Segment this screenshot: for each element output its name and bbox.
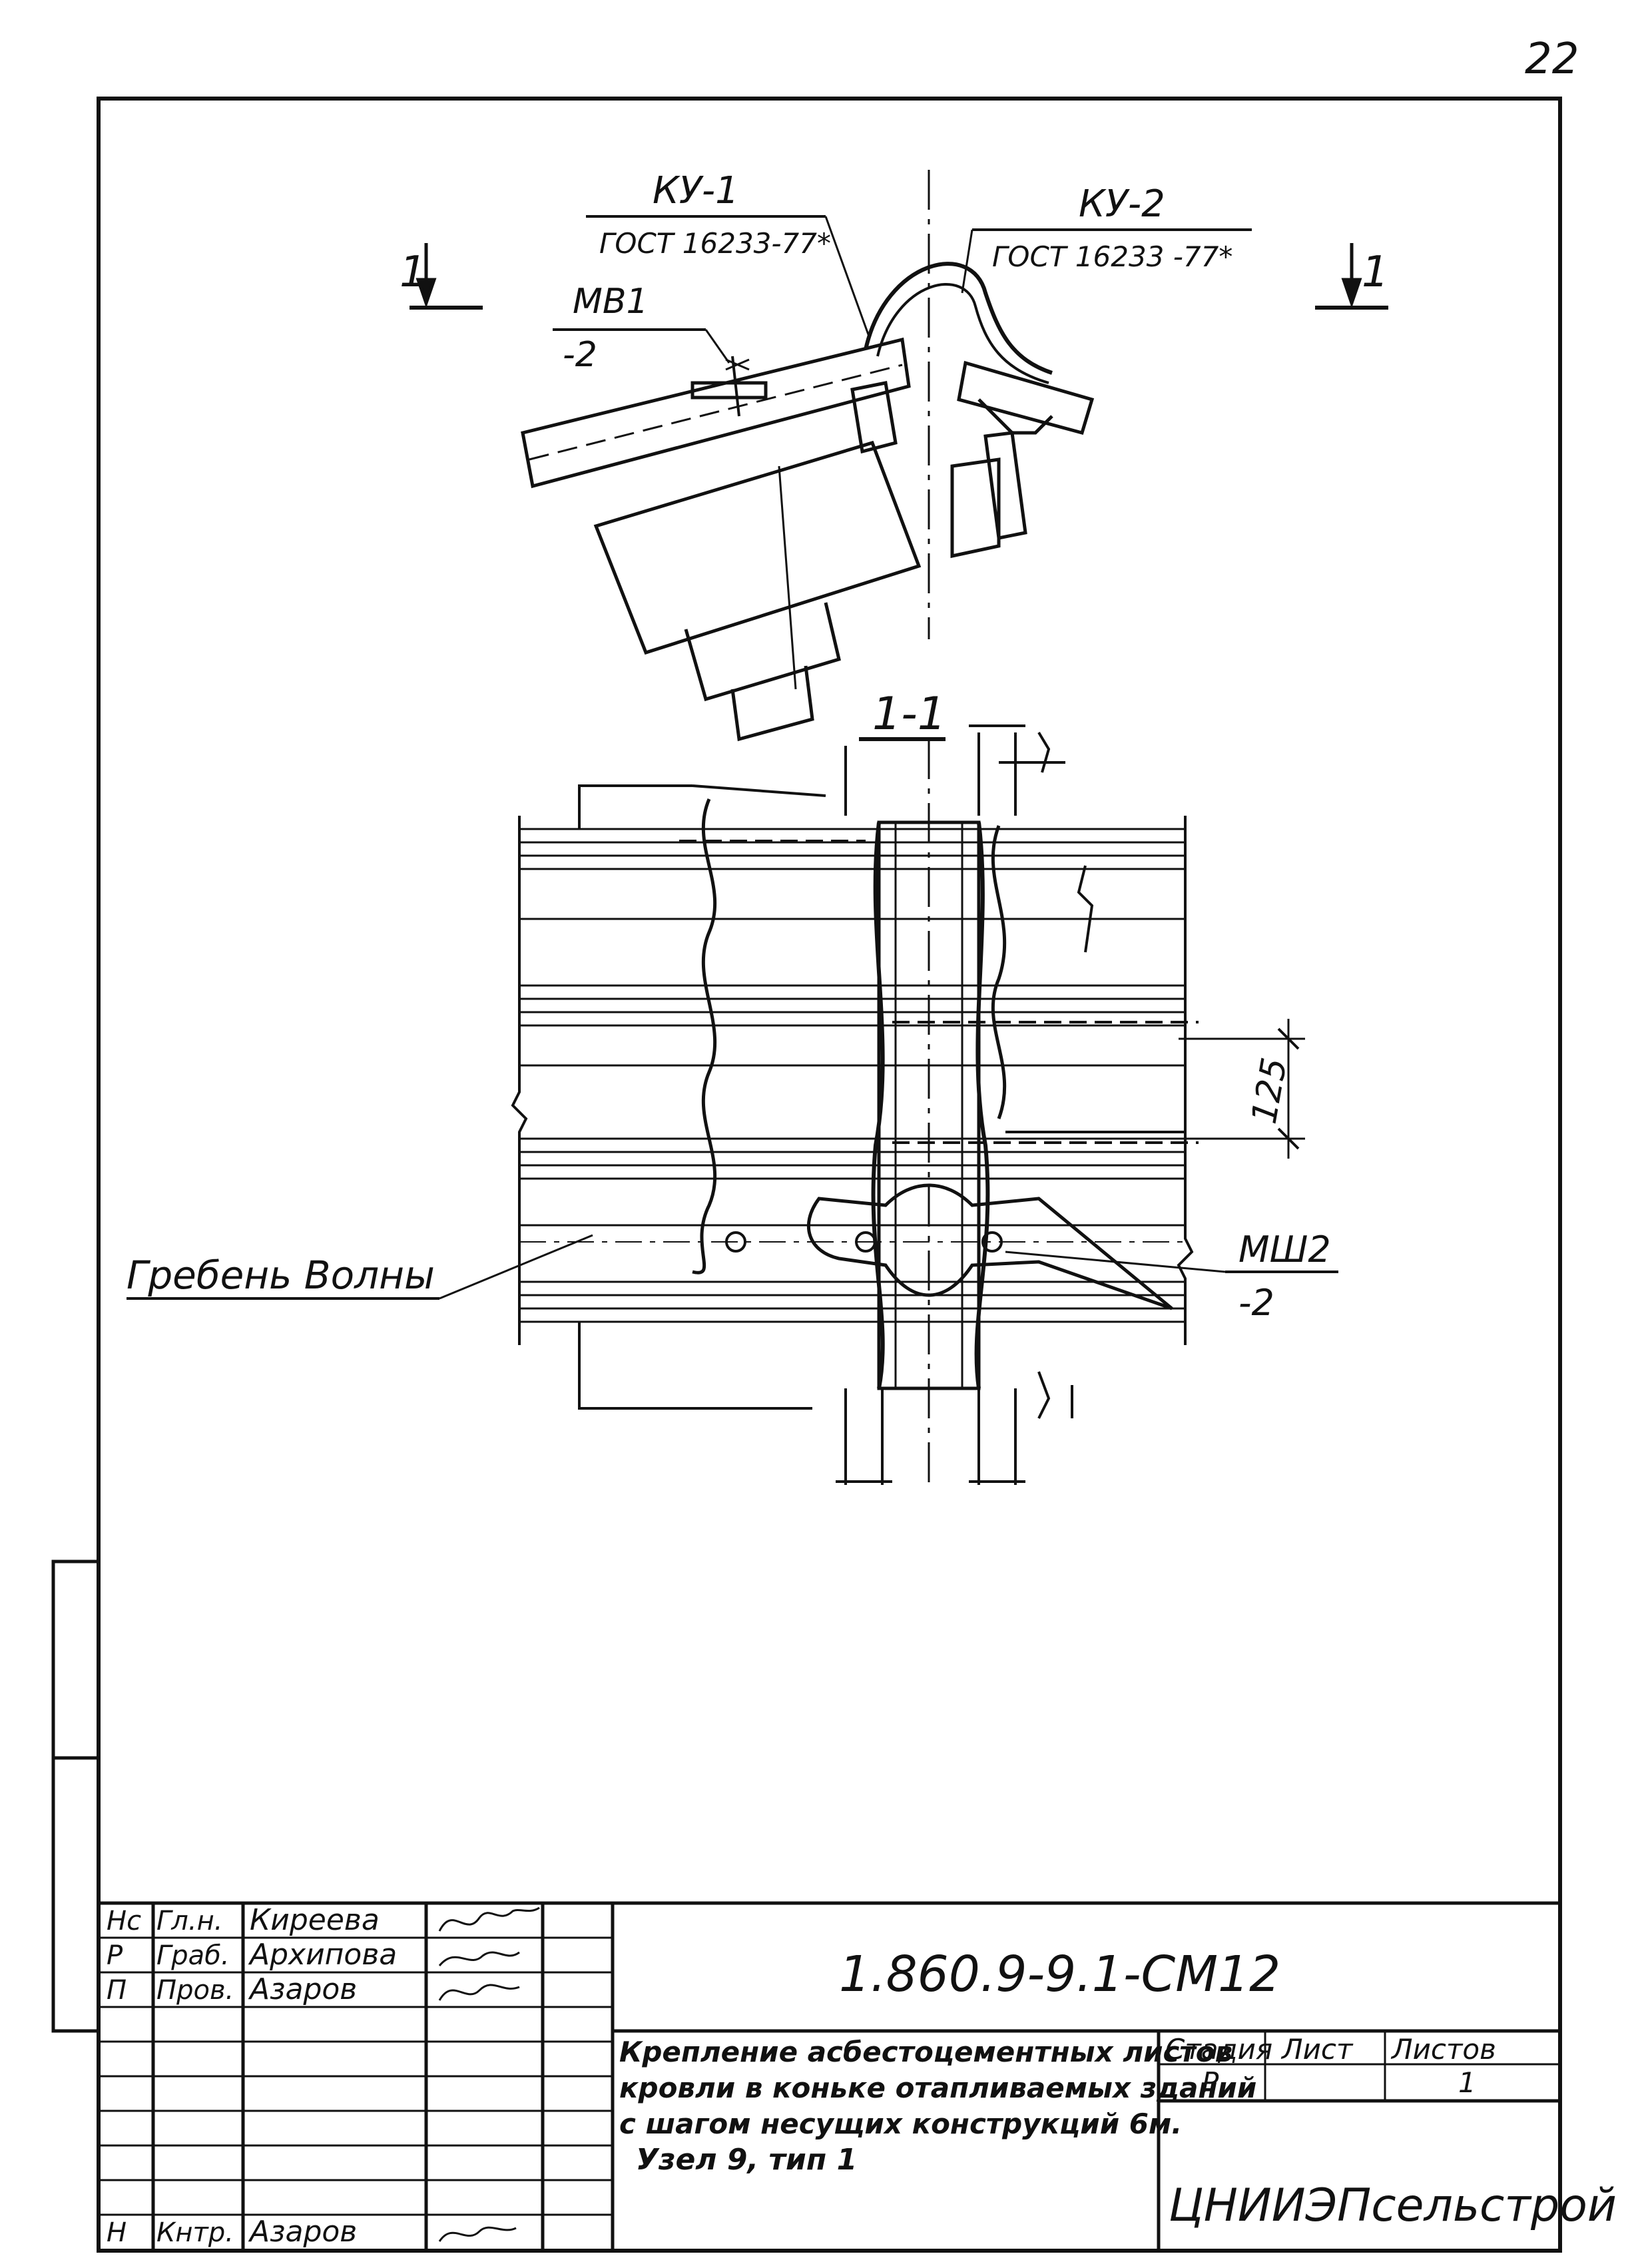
role-label-1: Гл.н. [156, 1906, 222, 1936]
role-name-4: Азаров [248, 2215, 357, 2249]
stage-header: Стадия [1165, 2033, 1272, 2066]
sheet-frame [97, 97, 1562, 2253]
role-name-1: Киреева [250, 1903, 380, 1937]
mw-code: МШ2 [1238, 1229, 1331, 1271]
role-prefix-4: Н [107, 2217, 127, 2248]
role-prefix-3: П [107, 1975, 127, 2006]
sheet-header: Лист [1280, 2033, 1354, 2066]
mv-qty: -2 [563, 335, 597, 375]
signatures [438, 1906, 540, 2242]
section-mark-left: 1 [400, 248, 427, 297]
role-prefix-2: Р [107, 1940, 123, 1971]
section-title: 1-1 [872, 688, 946, 740]
mv-code: МВ1 [573, 282, 649, 322]
role-prefix-1: Нс [107, 1906, 141, 1936]
role-label-2: Граб. [156, 1940, 230, 1971]
section-mark-right: 1 [1362, 248, 1389, 297]
mw-qty: -2 [1238, 1282, 1274, 1324]
page-number: 22 [1525, 35, 1579, 84]
description-line-3: с шагом несущих конструкций 6м. [619, 2108, 1182, 2140]
role-name-3: Азаров [248, 1972, 357, 2006]
sheets-value: 1 [1458, 2066, 1476, 2099]
ku1-standard: ГОСТ 16233-77* [599, 227, 831, 260]
ku1-code: КУ-1 [653, 169, 739, 212]
ku2-standard: ГОСТ 16233 -77* [992, 240, 1232, 273]
stage-value: Р [1202, 2066, 1219, 2099]
wave-crest-label: Гребень Волны [127, 1253, 435, 1298]
description-line-1: Крепление асбестоцементных листов [619, 2036, 1232, 2068]
description-line-4: Узел 9, тип 1 [636, 2143, 857, 2177]
binding-strip [51, 1559, 99, 2033]
organization: ЦНИИЭПсельстрой [1169, 2179, 1617, 2232]
ridge-node-view [409, 170, 1388, 742]
document-code: 1.860.9-9.1-СМ12 [839, 1946, 1280, 2003]
description-line-2: кровли в коньке отапливаемых зданий [619, 2072, 1256, 2104]
role-label-3: Пров. [156, 1975, 234, 2006]
sheets-header: Листов [1390, 2033, 1496, 2066]
ku2-code: КУ-2 [1079, 182, 1165, 226]
section-1-1-view [127, 724, 1338, 1485]
title-block-grid [99, 1901, 1560, 2251]
role-name-2: Архипова [248, 1938, 397, 1972]
role-label-4: Кнтр. [156, 2217, 234, 2248]
